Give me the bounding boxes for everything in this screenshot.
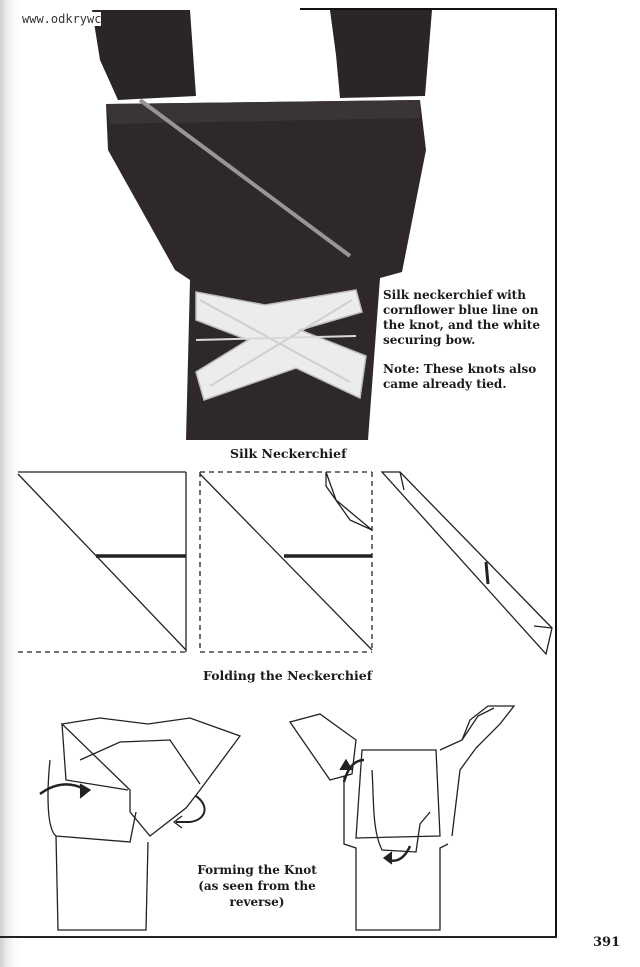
neckerchief-photo [92, 10, 432, 440]
page-border-bottom [0, 936, 557, 938]
page-border-top [300, 8, 557, 10]
knot-step-2 [288, 705, 516, 931]
watermark-text: www.odkrywc [22, 12, 102, 26]
silk-neckerchief-caption: Silk Neckerchief [230, 446, 347, 461]
white-bow [195, 289, 367, 401]
fold-step-3 [380, 471, 553, 656]
knot-step-1 [39, 717, 242, 931]
cornflower-line [138, 98, 352, 258]
fold-step-1 [17, 471, 187, 653]
knot-caption-line-1: Forming the Knot [197, 863, 317, 877]
photo-description: Silk neckerchief with cornflower blue li… [383, 288, 540, 347]
knot-caption: Forming the Knot (as seen from the rever… [172, 862, 342, 910]
photo-note: Note: These knots also came already tied… [383, 362, 537, 391]
page-number: 391 [593, 935, 621, 950]
folding-caption: Folding the Neckerchief [203, 668, 373, 683]
knot-caption-line-2: (as seen from the reverse) [198, 879, 316, 909]
page-border-right [555, 8, 557, 938]
fold-step-2 [199, 471, 373, 653]
